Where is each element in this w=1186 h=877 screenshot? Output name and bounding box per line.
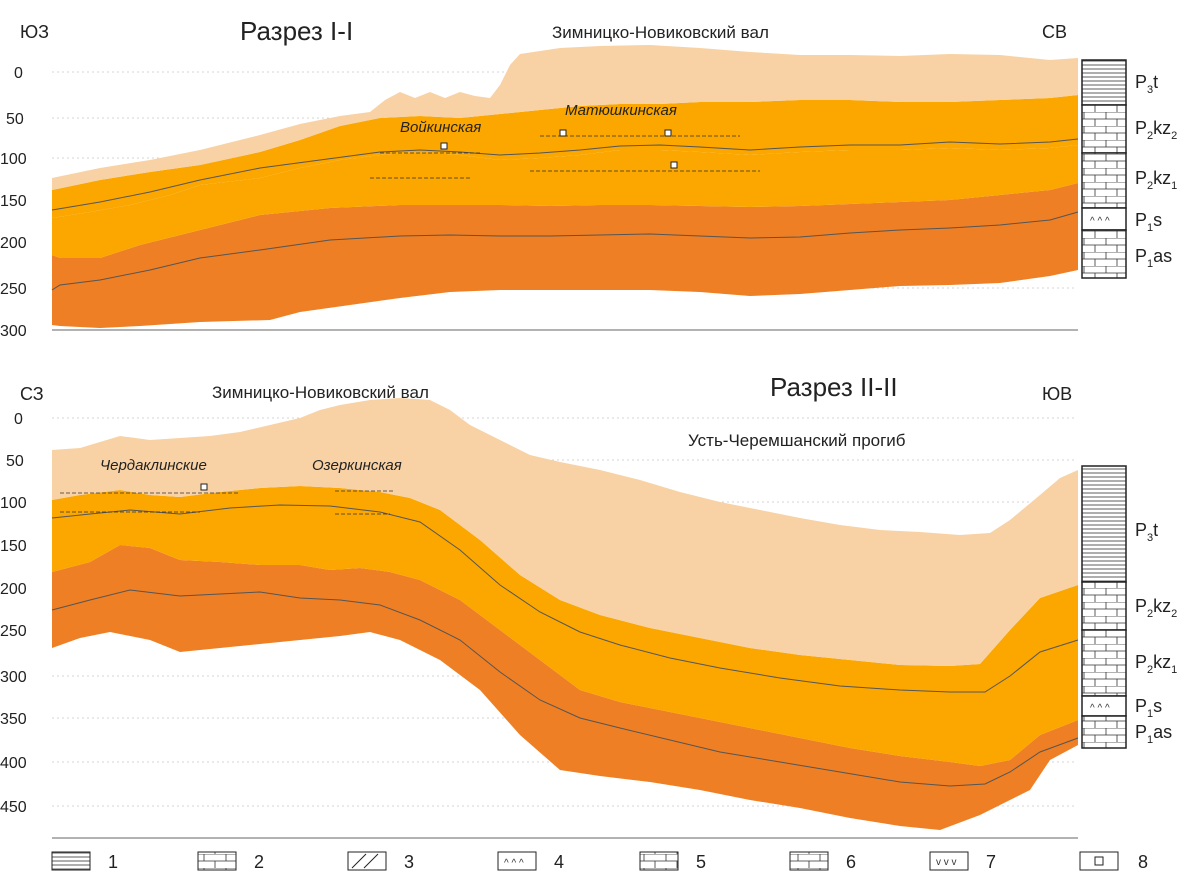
legend-item-6: 6 <box>789 851 856 872</box>
section-1-well-marker <box>670 161 678 169</box>
legend-item-1: 1 <box>51 851 118 872</box>
section-1-tick: 50 <box>6 111 24 128</box>
section-2-tick: 150 <box>0 538 27 555</box>
section-2-tick: 250 <box>0 623 27 640</box>
section-1-strat-label: P1s <box>1135 210 1162 234</box>
section-1-title: Разрез I-I <box>240 16 353 46</box>
section-2-depth-ticks: 0 50 100 150 200 250 300 350 400 450 <box>0 411 27 816</box>
svg-text:^ ^ ^: ^ ^ ^ <box>1090 216 1110 227</box>
legend: 1 2 3 ^ ^ ^ 4 5 6 v v v 7 <box>51 851 1148 872</box>
section-2-title: Разрез II-II <box>770 372 898 402</box>
legend-label: 7 <box>986 852 996 872</box>
section-2-structure-label: Зимницко-Новиковский вал <box>212 383 429 402</box>
section-2-well-marker <box>200 483 208 491</box>
section-1-left-direction: ЮЗ <box>20 22 49 42</box>
legend-label: 3 <box>404 852 414 872</box>
section-1-horizons <box>370 135 760 179</box>
section-2-contacts <box>51 504 1079 787</box>
section-2-layer-kazanian <box>52 486 1078 766</box>
section-1-structure-label: Зимницко-Новиковский вал <box>552 23 769 42</box>
section-1-tick: 100 <box>0 151 27 168</box>
legend-label: 4 <box>554 852 564 872</box>
section-2-strat-label: P2kz2 <box>1135 596 1177 620</box>
section-2-strat-label: P1s <box>1135 696 1162 720</box>
section-2-tick: 0 <box>14 411 23 428</box>
section-2-tick: 100 <box>0 495 27 512</box>
section-1-tick: 150 <box>0 193 27 210</box>
legend-item-8: 8 <box>1079 851 1148 872</box>
section-2-layer-lower-permian <box>52 545 1078 830</box>
section-2-tick: 200 <box>0 581 27 598</box>
section-1-tick: 0 <box>14 65 23 82</box>
legend-label: 1 <box>108 852 118 872</box>
svg-text:v v v: v v v <box>936 857 957 868</box>
section-1-layer-tatarian <box>52 45 1078 190</box>
section-2-left-direction: СЗ <box>20 384 44 404</box>
section-2-strat-label: P1as <box>1135 722 1172 746</box>
section-1-tick: 200 <box>0 235 27 252</box>
legend-label: 2 <box>254 852 264 872</box>
section-1-depth-ticks: 0 50 100 150 200 250 300 <box>0 65 27 340</box>
section-2-strat-column: ^ ^ ^ P3t P2kz2 P2kz1 P1s P1as <box>1081 465 1177 749</box>
section-2-horizons <box>60 490 395 515</box>
section-1-field-label: Матюшкинская <box>565 102 677 119</box>
section-2-tick: 450 <box>0 799 27 816</box>
section-1-strat-label: P2kz2 <box>1135 118 1177 142</box>
section-2: 0 50 100 150 200 250 300 350 400 450 СЗ … <box>0 372 1177 839</box>
section-1-well-marker <box>664 129 672 137</box>
section-2-strat-label: P3t <box>1135 520 1158 544</box>
section-1-strat-column: ^ ^ ^ P3t P2kz2 P2kz1 P1s P1as <box>1081 59 1177 279</box>
section-2-field-label: Чердаклинские <box>100 457 207 474</box>
legend-item-3: 3 <box>347 851 414 872</box>
legend-label: 8 <box>1138 852 1148 872</box>
section-2-right-direction: ЮВ <box>1042 384 1072 404</box>
section-1-field-label: Войкинская <box>400 119 481 136</box>
section-2-layer-tatarian <box>52 398 1078 666</box>
svg-text:^ ^ ^: ^ ^ ^ <box>1090 703 1110 714</box>
section-2-trough-label: Усть-Черемшанский прогиб <box>688 431 906 450</box>
section-2-tick: 400 <box>0 755 27 772</box>
section-1-tick: 300 <box>0 323 27 340</box>
section-1-contacts <box>51 138 1079 291</box>
legend-label: 6 <box>846 852 856 872</box>
legend-item-4: ^ ^ ^ 4 <box>497 851 564 872</box>
section-1-layer-lower-permian <box>52 183 1078 328</box>
section-1-strat-label: P1as <box>1135 246 1172 270</box>
section-1-strat-label: P3t <box>1135 72 1158 96</box>
section-1-layer-kazanian-upper <box>52 95 1078 218</box>
section-1-strat-label: P2kz1 <box>1135 168 1177 192</box>
section-2-strat-label: P2kz1 <box>1135 652 1177 676</box>
section-1-well-marker <box>559 129 567 137</box>
section-2-field-label: Озеркинская <box>312 457 402 474</box>
legend-item-5: 5 <box>639 851 706 872</box>
section-2-tick: 50 <box>6 453 24 470</box>
section-1-right-direction: СВ <box>1042 22 1067 42</box>
section-1-layer-kazanian <box>52 145 1078 258</box>
section-2-tick: 350 <box>0 711 27 728</box>
section-1-tick: 250 <box>0 281 27 298</box>
section-1: 0 50 100 150 200 250 300 ЮЗ Разрез I-I З… <box>0 16 1177 340</box>
legend-label: 5 <box>696 852 706 872</box>
section-1-well-marker <box>440 142 448 150</box>
svg-text:^ ^ ^: ^ ^ ^ <box>504 858 524 869</box>
legend-item-2: 2 <box>197 851 264 872</box>
section-2-tick: 300 <box>0 669 27 686</box>
legend-item-7: v v v 7 <box>929 851 996 872</box>
